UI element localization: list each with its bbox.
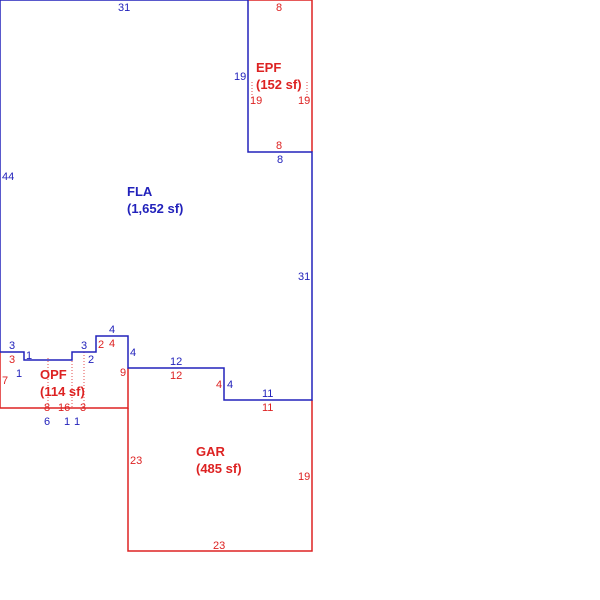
- dim-opf-step-b: 4: [109, 338, 115, 350]
- dim-opf-bottom-a: 8: [44, 402, 50, 414]
- gar-label-area: (485 sf): [196, 461, 242, 476]
- dim-fla-top: 31: [118, 2, 130, 14]
- dim-opf-right: 9: [120, 367, 126, 379]
- dim-fla-bottom-b: 1: [64, 416, 70, 428]
- dim-fla-bottom-c: 1: [74, 416, 80, 428]
- dim-gar-top-a: 12: [170, 370, 182, 382]
- dim-fla-step-b: 1: [26, 350, 32, 362]
- dim-opf-bottom-c: 3: [80, 402, 86, 414]
- epf-label-area: (152 sf): [256, 77, 302, 92]
- dim-gar-top-c: 11: [262, 402, 273, 414]
- fla-label-name: FLA: [127, 184, 153, 199]
- dim-epf-bottom: 8: [276, 140, 282, 152]
- opf-outline: [0, 352, 129, 409]
- gar-outline: [127, 400, 313, 552]
- epf-label-name: EPF: [256, 60, 281, 75]
- dim-fla-step-j: 11: [262, 388, 273, 400]
- opf-label-area: (114 sf): [40, 384, 85, 399]
- dim-fla-right: 31: [298, 271, 310, 283]
- dim-opf-left-a: 3: [9, 354, 15, 366]
- dim-gar-left: 23: [130, 455, 142, 467]
- dim-epf-top: 8: [276, 2, 282, 14]
- dim-opf-left-b: 7: [2, 375, 8, 387]
- dim-fla-step-i: 4: [227, 379, 233, 391]
- fla-outline: [0, 0, 313, 401]
- dim-fla-epf-side: 19: [234, 71, 246, 83]
- dim-opf-bottom-b: 16: [58, 402, 70, 414]
- dim-epf-left: 19: [250, 95, 262, 107]
- dim-fla-step-g: 4: [130, 347, 136, 359]
- dim-epf-right: 19: [298, 95, 310, 107]
- dim-fla-step-c: 1: [16, 368, 22, 380]
- dim-gar-right: 19: [298, 471, 310, 483]
- dim-fla-bottom-a: 6: [44, 416, 50, 428]
- dim-fla-step-a: 3: [9, 340, 15, 352]
- gar-label-name: GAR: [196, 444, 226, 459]
- dim-opf-step-a: 2: [98, 339, 104, 351]
- dim-fla-step-h: 12: [170, 356, 182, 368]
- dim-gar-top-b: 4: [216, 379, 222, 391]
- dim-gar-bottom: 23: [213, 540, 225, 552]
- dim-fla-step-e: 2: [88, 354, 94, 366]
- dim-fla-under-epf: 8: [277, 154, 283, 166]
- dim-fla-step-f: 4: [109, 324, 115, 336]
- epf-outline: [248, 0, 313, 152]
- dim-fla-left: 44: [2, 171, 14, 183]
- opf-label-name: OPF: [40, 367, 67, 382]
- dim-fla-step-d: 3: [81, 340, 87, 352]
- fla-label-area: (1,652 sf): [127, 201, 183, 216]
